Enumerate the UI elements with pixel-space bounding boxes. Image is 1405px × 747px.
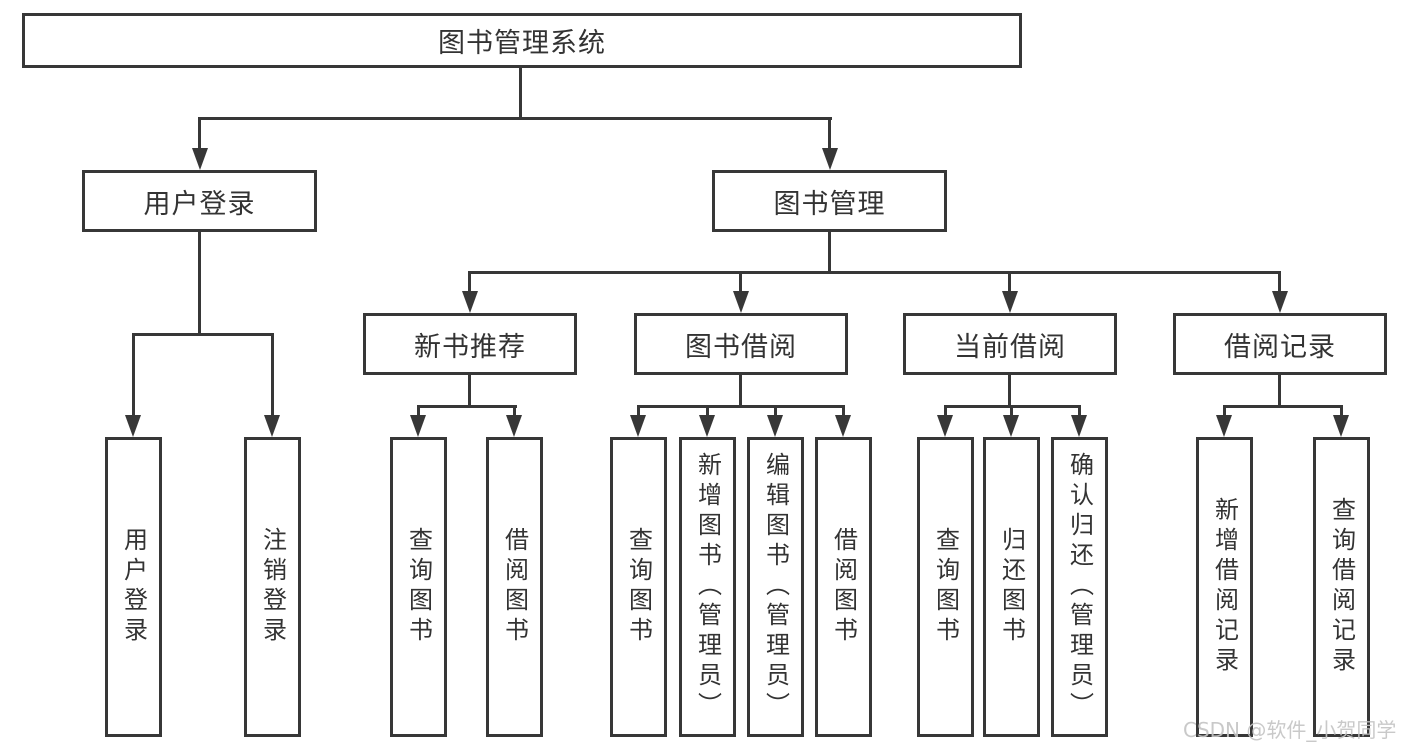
- node-label: 用户登录: [143, 188, 256, 220]
- node-label: 图书管理系统: [438, 28, 606, 59]
- leaf-label: 注销登录: [258, 527, 287, 647]
- connector-line: [1223, 405, 1226, 419]
- node-label: 当前借阅: [954, 331, 1066, 363]
- node-label: 图书管理: [773, 188, 886, 220]
- connector-line: [417, 405, 517, 408]
- connector-line: [828, 117, 831, 152]
- arrow-down-icon: [1002, 291, 1018, 313]
- arrow-down-icon: [1272, 291, 1288, 313]
- arrow-down-icon: [835, 415, 851, 437]
- connector-line: [828, 232, 831, 274]
- connector-line: [1278, 375, 1281, 408]
- connector-line: [1340, 405, 1343, 419]
- leaf-label: 确认归还（管理员）: [1065, 452, 1094, 722]
- connector-line: [739, 375, 742, 408]
- arrow-down-icon: [1003, 415, 1019, 437]
- leaf-add-borrow-record: 新增借阅记录: [1196, 437, 1253, 737]
- connector-line: [637, 405, 640, 419]
- arrow-down-icon: [822, 148, 838, 170]
- leaf-borrow-books-borrowing: 借阅图书: [815, 437, 872, 737]
- connector-line: [198, 117, 201, 152]
- leaf-label: 新增图书（管理员）: [693, 452, 722, 722]
- arrow-down-icon: [410, 415, 426, 437]
- arrow-down-icon: [937, 415, 953, 437]
- arrow-down-icon: [733, 291, 749, 313]
- connector-line: [1078, 405, 1081, 419]
- connector-line: [1008, 271, 1011, 295]
- leaf-label: 查询图书: [624, 527, 653, 647]
- leaf-query-books-recommend: 查询图书: [390, 437, 447, 737]
- leaf-label: 用户登录: [119, 527, 148, 647]
- leaf-label: 归还图书: [997, 527, 1026, 647]
- connector-line: [944, 405, 947, 419]
- connector-line: [1008, 375, 1011, 408]
- connector-line: [774, 405, 777, 419]
- arrow-down-icon: [1333, 415, 1349, 437]
- connector-line: [132, 333, 274, 336]
- node-book-management: 图书管理: [712, 170, 947, 232]
- connector-line: [637, 405, 845, 408]
- leaf-add-book-admin: 新增图书（管理员）: [679, 437, 736, 737]
- leaf-label: 查询图书: [404, 527, 433, 647]
- leaf-query-borrow-record: 查询借阅记录: [1313, 437, 1370, 737]
- connector-line: [417, 405, 420, 419]
- leaf-label: 新增借阅记录: [1210, 497, 1239, 677]
- connector-line: [1223, 405, 1343, 408]
- leaf-label: 查询图书: [931, 527, 960, 647]
- connector-line: [1278, 271, 1281, 295]
- connector-line: [842, 405, 845, 419]
- leaf-query-books-borrowing: 查询图书: [610, 437, 667, 737]
- leaf-borrow-books-recommend: 借阅图书: [486, 437, 543, 737]
- arrow-down-icon: [767, 415, 783, 437]
- connector-line: [198, 232, 201, 336]
- connector-line: [468, 271, 1281, 274]
- leaf-confirm-return-admin: 确认归还（管理员）: [1051, 437, 1108, 737]
- node-borrowing-records: 借阅记录: [1173, 313, 1387, 375]
- arrow-down-icon: [699, 415, 715, 437]
- leaf-label: 借阅图书: [829, 527, 858, 647]
- leaf-label: 查询借阅记录: [1327, 497, 1356, 677]
- node-label: 新书推荐: [414, 331, 526, 363]
- node-label: 图书借阅: [685, 331, 797, 363]
- connector-line: [271, 333, 274, 419]
- connector-line: [468, 375, 471, 408]
- leaf-label: 编辑图书（管理员）: [761, 452, 790, 722]
- leaf-return-book: 归还图书: [983, 437, 1040, 737]
- arrow-down-icon: [1216, 415, 1232, 437]
- connector-line: [519, 68, 522, 118]
- connector-line: [198, 117, 832, 120]
- leaf-query-books-current: 查询图书: [917, 437, 974, 737]
- watermark: CSDN @软件_小贺同学: [1183, 718, 1397, 742]
- arrow-down-icon: [192, 148, 208, 170]
- leaf-label: 借阅图书: [500, 527, 529, 647]
- connector-line: [706, 405, 709, 419]
- node-book-borrowing: 图书借阅: [634, 313, 848, 375]
- node-label: 借阅记录: [1224, 331, 1336, 363]
- node-current-borrowing: 当前借阅: [903, 313, 1117, 375]
- arrow-down-icon: [264, 415, 280, 437]
- connector-line: [132, 333, 135, 419]
- arrow-down-icon: [125, 415, 141, 437]
- arrow-down-icon: [630, 415, 646, 437]
- node-user-login: 用户登录: [82, 170, 317, 232]
- arrow-down-icon: [506, 415, 522, 437]
- connector-line: [513, 405, 516, 419]
- connector-line: [1010, 405, 1013, 419]
- leaf-logout: 注销登录: [244, 437, 301, 737]
- node-library-management-system: 图书管理系统: [22, 13, 1022, 68]
- arrow-down-icon: [1071, 415, 1087, 437]
- leaf-user-login: 用户登录: [105, 437, 162, 737]
- leaf-edit-book-admin: 编辑图书（管理员）: [747, 437, 804, 737]
- connector-line: [739, 271, 742, 295]
- arrow-down-icon: [462, 291, 478, 313]
- node-new-book-recommendation: 新书推荐: [363, 313, 577, 375]
- connector-line: [468, 271, 471, 295]
